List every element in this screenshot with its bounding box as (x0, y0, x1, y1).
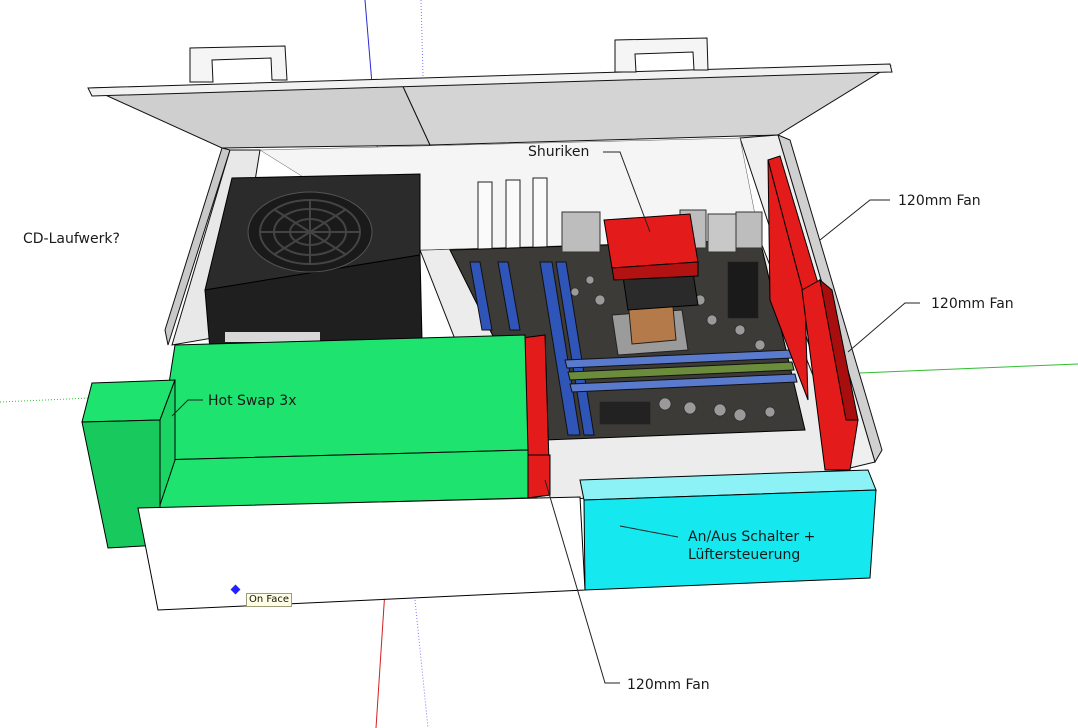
label-switch-line1: An/Aus Schalter + (688, 529, 816, 545)
switch-module[interactable] (579, 469, 877, 591)
green-axis-solid (859, 363, 1078, 374)
fan-mid-dark (819, 278, 859, 421)
front-fan[interactable] (521, 334, 551, 499)
io-port-4 (735, 211, 763, 249)
right-handle[interactable] (614, 37, 709, 73)
label-hot-swap: Hot Swap 3x (208, 393, 297, 409)
left-handle[interactable] (189, 45, 288, 83)
board-components (570, 261, 776, 425)
cooler-top (603, 213, 699, 269)
leader-fan-top (819, 199, 890, 241)
label-fan-middle: 120mm Fan (931, 296, 1014, 312)
blue-axis-dotted (420, 0, 426, 151)
fan-top-face (767, 159, 809, 401)
hotswap-bay-side (159, 379, 176, 506)
green-axis-dotted (0, 397, 91, 403)
blue-axis-lower-dotted (414, 599, 429, 728)
left-side-wall[interactable] (164, 147, 231, 346)
rear-fans[interactable] (767, 155, 859, 471)
switch-front (583, 489, 877, 591)
label-shuriken: Shuriken (528, 144, 590, 160)
cpu-cooler-shuriken[interactable] (603, 213, 699, 311)
io-port-1 (561, 211, 601, 253)
leader-switch (619, 525, 679, 538)
inference-point-icon (230, 584, 241, 595)
red-axis-solid (375, 589, 386, 728)
fan-mid[interactable] (801, 279, 859, 471)
label-fan-bottom: 120mm Fan (627, 677, 710, 693)
front-panel[interactable] (137, 496, 586, 611)
leader-fan-mid (847, 302, 920, 353)
hot-swap-cage[interactable] (81, 334, 529, 549)
label-switch-line2: Lüftersteuerung (688, 547, 801, 563)
power-supply[interactable] (204, 173, 423, 351)
front-panel-face (137, 496, 586, 611)
label-cd-drive: CD-Laufwerk? (23, 231, 120, 247)
cooler-side (611, 261, 699, 281)
psu-label (225, 332, 320, 342)
leader-hotswap (171, 399, 203, 417)
front-fan-lower (526, 454, 551, 499)
io-port-3 (707, 213, 737, 253)
inference-tooltip: On Face (246, 593, 292, 607)
leader-lines (171, 151, 920, 684)
leader-shuriken (603, 151, 651, 233)
leader-fan-bottom (544, 479, 620, 684)
dimm-slots (564, 349, 798, 393)
label-fan-top: 120mm Fan (898, 193, 981, 209)
slot-brackets (477, 177, 548, 255)
hotswap-bay-top (81, 379, 176, 423)
